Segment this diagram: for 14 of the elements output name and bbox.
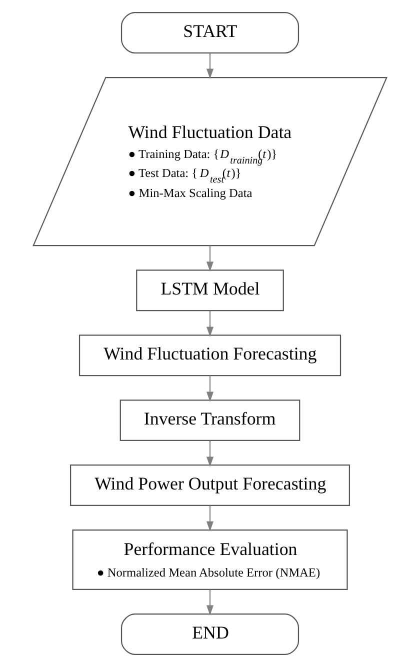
arrow (206, 246, 214, 272)
node-box: Wind Power Output Forecasting (69, 464, 350, 506)
node-box: Wind Fluctuation Forecasting (78, 334, 341, 376)
arrow (206, 53, 214, 79)
node-box: LSTM Model (136, 270, 284, 312)
node-box: Performance Evaluation ● Normalized Mean Absolute Error (NMAE) (72, 530, 348, 590)
arrow (206, 590, 214, 616)
node-box: START (120, 12, 299, 54)
arrow (206, 376, 214, 402)
arrow (206, 506, 214, 532)
arrow (206, 310, 214, 337)
arrow (206, 440, 214, 467)
node-box: END (120, 614, 299, 655)
node-box: Inverse Transform (119, 400, 300, 442)
